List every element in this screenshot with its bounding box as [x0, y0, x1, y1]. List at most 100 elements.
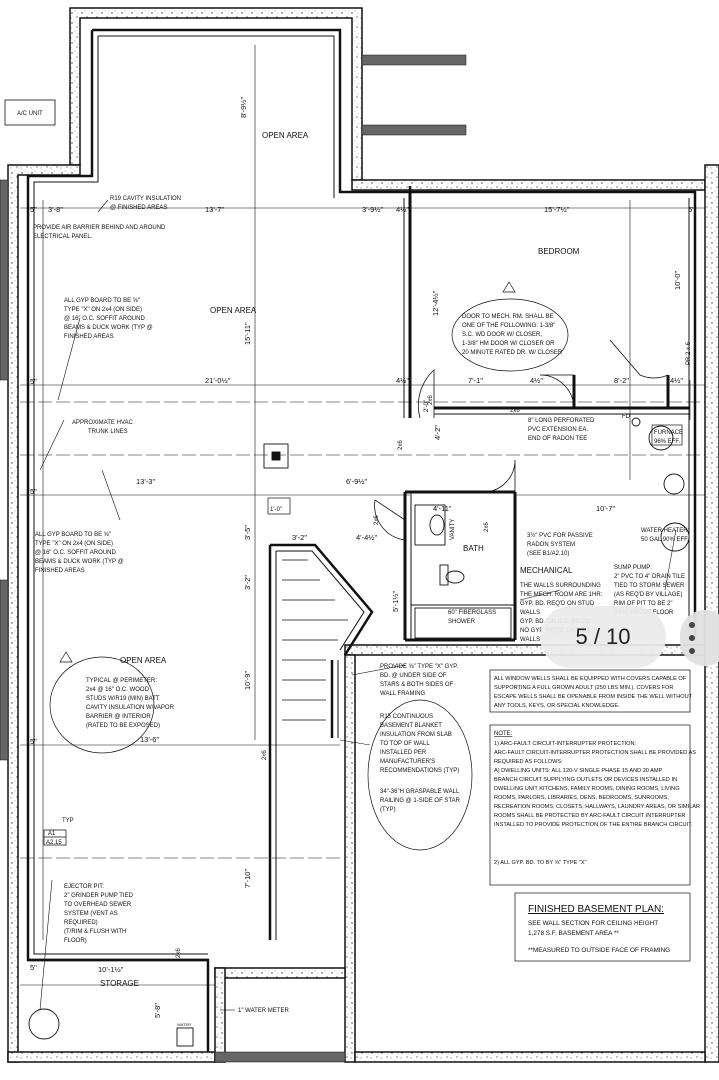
dim-4-mid2: 4½" — [530, 376, 543, 385]
note-gyp-top: ALL GYP BOARD TO BE ⅝" TYPE "X" ON 2x4 (… — [64, 298, 154, 340]
dim-4-mid3: 4½" — [670, 376, 683, 385]
dimension-labels: 8'-9½" 3'-8" 13'-7" 3'-9½" 4½" 15'-7½" 5… — [30, 96, 695, 1018]
ejector-pit-icon — [28, 1008, 60, 1040]
dim-typ: TYP — [62, 818, 74, 824]
water-meter-label: 1" WATER METER — [238, 1008, 289, 1014]
sink-icon — [429, 514, 445, 536]
room-bedroom: BEDROOM — [538, 247, 580, 256]
dim-3-5: 3'-5" — [243, 525, 252, 540]
note-stair-gyp: PROVIDE ⅝" TYPE "X" GYP. BD. @ UNDER SID… — [380, 664, 460, 697]
note-rail: 34"-36"H GRASPABLE WALL RAILING @ 1-SIDE… — [380, 789, 462, 813]
dim-5-tr: 5" — [688, 205, 695, 214]
framing-tag: 2x6 — [374, 515, 380, 525]
ellipsis-vertical-icon — [689, 635, 695, 641]
note-window-wells: ALL WINDOW WELLS SHALL BE EQUIPPED WITH … — [494, 676, 694, 709]
dim-5-bl: 5'-8" — [153, 1003, 162, 1018]
plan-title: FINISHED BASEMENT PLAN: — [528, 904, 664, 915]
dim-8-2: 8'-2" — [614, 376, 629, 385]
plan-title-box — [514, 892, 691, 962]
toilet-tank-icon — [439, 564, 449, 586]
dim-6-9: 6'-9½" — [346, 477, 368, 486]
floor-drain-label: FD — [622, 414, 631, 420]
section-ref-tag — [43, 829, 67, 846]
section-ref-a215: A2.15 — [46, 840, 62, 846]
beam-tag: PR 2 x 6 — [686, 341, 692, 365]
dim-4-2: 4'-2" — [433, 425, 442, 440]
framing-tag: 2x6 — [176, 948, 182, 958]
callout-boxes — [43, 281, 691, 962]
room-bath: BATH — [463, 544, 484, 553]
dim-3-2a: 3'-2" — [292, 533, 307, 542]
note-furnace: FURNACE 96% EFF. — [654, 430, 685, 445]
dim-3-2b: 3'-2" — [243, 575, 252, 590]
note-ejector-pit: EJECTOR PIT: 2" GRINDER PUMP TIED TO OVE… — [64, 884, 135, 944]
dim-5-1: 5'-1½" — [391, 590, 400, 612]
plan-title-notes: SEE WALL SECTION FOR CEILING HEIGHT 1,27… — [528, 920, 670, 954]
dim-7-10: 7'-10" — [243, 869, 252, 888]
toilet-bowl-icon — [445, 570, 465, 584]
column-box — [263, 443, 289, 469]
dim-5-left3: 5" — [30, 737, 37, 746]
ellipsis-vertical-icon — [689, 622, 695, 628]
framing-tag: 2x6 — [398, 440, 404, 450]
room-open-area-top: OPEN AREA — [262, 131, 309, 140]
dim-5-left2: 5" — [30, 487, 37, 496]
more-options-button[interactable] — [680, 610, 719, 666]
dim-13-7: 13'-7" — [205, 205, 224, 214]
sump-pit-icon — [660, 522, 690, 552]
framed-walls — [26, 28, 697, 1052]
notes: R19 CAVITY INSULATION @ FINISHED AREAS P… — [33, 196, 702, 1027]
doors — [374, 339, 669, 541]
framing-tags: 2x6 2x6 2x6 2x6 2x6 2x6 2x6 PR 2 x 6 — [176, 341, 692, 958]
dim-8-9: 8'-9½" — [239, 96, 248, 118]
framing-tag: 2x6 — [262, 750, 268, 760]
water-meter-icon — [176, 1027, 194, 1047]
floor-drain-icon — [631, 417, 641, 427]
note-gyp-mid: ALL GYP BOARD TO BE ⅝" TYPE "X" ON 2x4 (… — [35, 532, 125, 574]
revision-triangles — [59, 281, 516, 663]
dim-10-7: 10'-7" — [596, 504, 615, 513]
plan-title-block: FINISHED BASEMENT PLAN: SEE WALL SECTION… — [528, 904, 670, 954]
note-shower: 60" FIBERGLASS SHOWER — [448, 610, 498, 625]
note-heading: NOTE: — [494, 731, 513, 737]
window-wells — [0, 54, 467, 1063]
ac-unit-label: A/C UNIT — [17, 111, 43, 117]
note-perimeter: TYPICAL @ PERIMETER: 2x4 @ 16" O.C. WOOD… — [86, 678, 176, 729]
column-icon — [271, 451, 281, 461]
note-r19: R19 CAVITY INSULATION @ FINISHED AREAS — [110, 196, 183, 211]
framing-tag: 2x6 — [510, 408, 520, 414]
note-air-barrier: PROVIDE AIR BARRIER BEHIND AND AROUND EL… — [33, 225, 167, 240]
dim-5-left1: 5" — [30, 377, 37, 386]
water-heater-icon — [663, 473, 685, 495]
door-note-bubble — [451, 298, 569, 372]
framing-tag: 2x6 — [428, 395, 434, 405]
column-dim-box — [267, 497, 291, 515]
ellipsis-vertical-icon — [689, 648, 695, 654]
note-r15: R15 CONTINUOUS BASEMENT BLANKET INSULATI… — [380, 714, 459, 774]
water-meter-tag: WATER — [177, 1022, 191, 1027]
dim-13-6: 13'-6" — [140, 735, 159, 744]
note-door-mech: DOOR TO MECH. RM. SHALL BE ONE OF THE FO… — [462, 314, 563, 356]
dim-12-4: 12'-4½" — [431, 290, 440, 316]
note-hvac: APPROXIMATE HVAC TRUNK LINES — [72, 420, 134, 435]
section-ref-a1: A1 — [48, 831, 56, 837]
dim-5-tl: 5" — [30, 205, 37, 214]
insulation-note-bubble — [367, 699, 473, 851]
room-mechanical: MECHANICAL — [520, 566, 573, 575]
dim-10-9: 10'-9" — [243, 671, 252, 690]
dim-2-0: 2'-0" — [424, 400, 430, 412]
window-well-note-box — [489, 669, 691, 713]
room-open-area-main: OPEN AREA — [210, 306, 257, 315]
leader-lines — [39, 199, 677, 1011]
dim-10-1: 10'-1½" — [98, 965, 124, 974]
dim-7-1: 7'-1" — [468, 376, 483, 385]
room-labels: OPEN AREA OPEN AREA OPEN AREA BEDROOM ME… — [100, 131, 580, 988]
dim-3-8: 3'-8" — [48, 205, 63, 214]
note-radon: 8" LONG PERFORATED PVC EXTENSION EA. END… — [528, 418, 596, 442]
dim-1-0: 1'-0" — [270, 507, 282, 513]
ac-unit-box — [4, 99, 56, 126]
furnace-tag-box — [651, 424, 683, 446]
shower-pan — [414, 607, 512, 639]
note-afci: 1) ARC-FAULT CIRCUIT-INTERRUPTER PROTECT… — [494, 741, 702, 866]
